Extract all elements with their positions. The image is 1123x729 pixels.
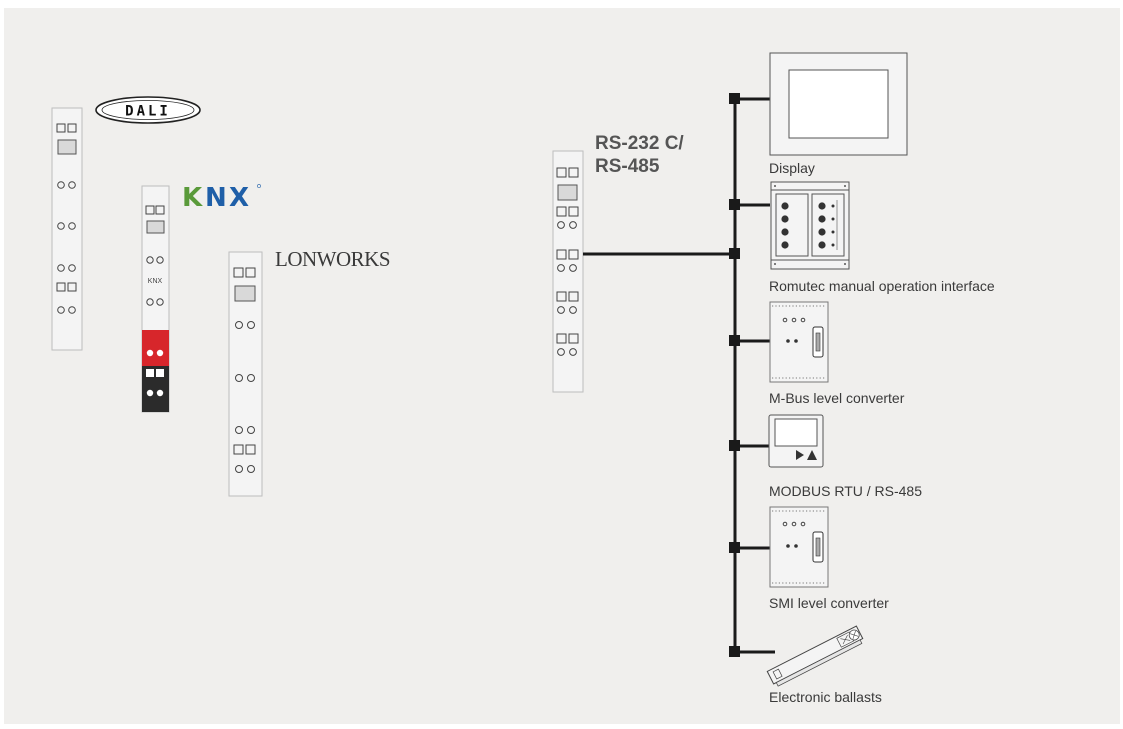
svg-text:X: X xyxy=(229,183,249,213)
device-label-display: Display xyxy=(769,160,815,176)
romutec-device xyxy=(770,181,850,270)
device-label-mbus: M-Bus level converter xyxy=(769,390,905,406)
ballast-device xyxy=(766,625,864,687)
device-label-romutec: Romutec manual operation interface xyxy=(769,278,995,294)
smi-converter-device xyxy=(769,506,829,588)
svg-text:N: N xyxy=(205,183,227,213)
mbus-converter-device xyxy=(769,301,829,383)
svg-text:K: K xyxy=(182,183,203,213)
display-device xyxy=(769,52,908,156)
device-label-smi: SMI level converter xyxy=(769,595,889,611)
red-terminal xyxy=(142,330,169,366)
bus-lines xyxy=(583,97,775,654)
device-label-ballast: Electronic ballasts xyxy=(769,689,882,705)
dali-logo: DALI xyxy=(95,96,201,124)
bus-junctions xyxy=(729,93,740,657)
dali-module xyxy=(51,107,83,351)
dali-logo-text: DALI xyxy=(125,104,171,120)
up-arrow-icon xyxy=(807,450,817,460)
knx-module-label: KNX xyxy=(148,278,163,285)
knx-module: KNX xyxy=(141,185,170,413)
modbus-device xyxy=(768,414,824,468)
gateway-module xyxy=(552,150,584,393)
gateway-label-line1: RS-232 C/ xyxy=(595,133,684,154)
lonworks-logo: LONWORKS xyxy=(275,247,391,271)
play-arrow-icon xyxy=(796,450,804,460)
gateway-label-line2: RS-485 xyxy=(595,156,660,177)
device-label-modbus: MODBUS RTU / RS-485 xyxy=(769,483,922,499)
lonworks-module xyxy=(228,251,263,497)
knx-logo: K N X xyxy=(182,183,261,213)
